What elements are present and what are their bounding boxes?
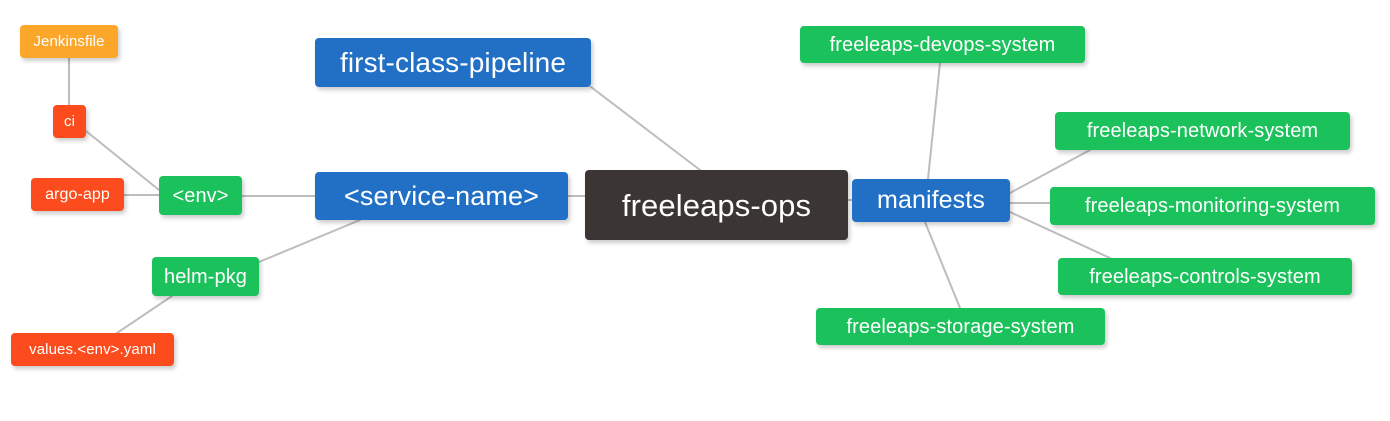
node-freeleaps-ops[interactable]: freeleaps-ops <box>585 170 848 240</box>
node-label-freeleaps-controls-system: freeleaps-controls-system <box>1089 265 1321 288</box>
node-label-manifests: manifests <box>877 186 985 214</box>
edge-e-servicename-pipeline <box>590 86 701 171</box>
edge-e-valuesyaml-helmpkg <box>116 295 173 334</box>
node-label-freeleaps-monitoring-system: freeleaps-monitoring-system <box>1084 195 1340 217</box>
node-label-env: <env> <box>172 184 229 207</box>
edge-e-helmpkg-servicename <box>258 219 361 263</box>
edge-e-manifests-devops <box>927 62 941 180</box>
node-freeleaps-monitoring-system[interactable]: freeleaps-monitoring-system <box>1050 187 1375 225</box>
node-label-freeleaps-devops-system: freeleaps-devops-system <box>829 33 1056 56</box>
node-label-argo-app: argo-app <box>45 185 110 203</box>
node-label-first-class-pipeline: first-class-pipeline <box>339 46 567 78</box>
node-label-ci: ci <box>63 113 76 130</box>
node-values-yaml[interactable]: values.<env>.yaml <box>11 333 174 366</box>
edge-e-manifests-storage <box>924 221 961 309</box>
node-label-helm-pkg: helm-pkg <box>163 265 248 288</box>
node-helm-pkg[interactable]: helm-pkg <box>152 257 259 296</box>
node-env[interactable]: <env> <box>159 176 242 215</box>
node-jenkinsfile[interactable]: Jenkinsfile <box>20 25 118 58</box>
node-ci[interactable]: ci <box>53 105 86 138</box>
node-freeleaps-network-system[interactable]: freeleaps-network-system <box>1055 112 1350 150</box>
node-label-values-yaml: values.<env>.yaml <box>29 341 156 358</box>
node-service-name[interactable]: <service-name> <box>315 172 568 220</box>
node-label-jenkinsfile: Jenkinsfile <box>33 33 105 50</box>
node-argo-app[interactable]: argo-app <box>31 178 124 211</box>
node-label-freeleaps-ops: freeleaps-ops <box>621 187 812 223</box>
node-label-freeleaps-network-system: freeleaps-network-system <box>1086 120 1319 142</box>
node-freeleaps-storage-system[interactable]: freeleaps-storage-system <box>816 308 1105 345</box>
node-freeleaps-controls-system[interactable]: freeleaps-controls-system <box>1058 258 1352 295</box>
node-label-service-name: <service-name> <box>344 180 539 211</box>
node-manifests[interactable]: manifests <box>852 179 1010 222</box>
node-label-freeleaps-storage-system: freeleaps-storage-system <box>846 315 1075 338</box>
node-freeleaps-devops-system[interactable]: freeleaps-devops-system <box>800 26 1085 63</box>
node-first-class-pipeline[interactable]: first-class-pipeline <box>315 38 591 87</box>
